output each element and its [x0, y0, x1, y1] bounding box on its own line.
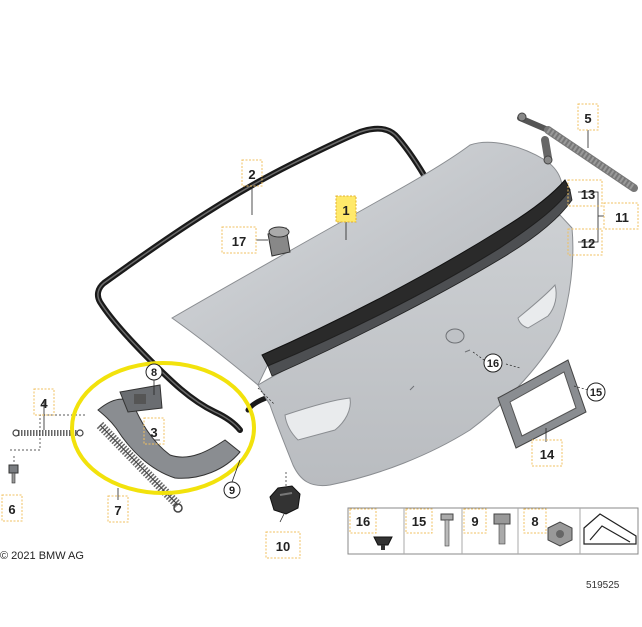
callout-11: 11 [615, 210, 629, 225]
callout-5: 5 [584, 111, 591, 126]
callout-16: 16 [487, 358, 499, 370]
right-tail-cutout [517, 283, 557, 329]
copyright: © 2021 BMW AG [0, 550, 84, 562]
callout-1-box [335, 195, 357, 223]
callout-13: 13 [581, 187, 595, 202]
callout-15: 15 [590, 387, 602, 399]
diagram-number: 519525 [586, 580, 620, 591]
gas-strut [517, 112, 638, 192]
callout-8: 8 [151, 367, 157, 379]
plate-bracket [497, 359, 587, 449]
legend-9: 9 [471, 514, 478, 529]
legend-9-bolt-icon [493, 513, 511, 525]
legend-15-screw-icon [440, 513, 454, 521]
callout-12: 12 [581, 236, 595, 251]
small-parts-legend: 16 15 9 8 [347, 507, 639, 555]
callout-9: 9 [229, 485, 235, 497]
callout-7: 7 [114, 503, 121, 518]
bumper-stop [267, 226, 291, 257]
callout-1: 1 [342, 203, 349, 218]
bolt-6 [8, 464, 19, 484]
highlight-circle [70, 361, 256, 495]
callout-2: 2 [248, 167, 255, 182]
legend-16: 16 [356, 514, 370, 529]
callout-10: 10 [276, 539, 290, 554]
legend-8: 8 [531, 514, 538, 529]
callout-9-circle [223, 481, 241, 499]
emblem [445, 328, 465, 344]
callout-6: 6 [8, 502, 15, 517]
callout-8-circle [145, 363, 163, 381]
rubber-grommet [269, 485, 301, 515]
legend-profile-icon [583, 513, 637, 545]
callout-15-circle [586, 382, 606, 402]
hinge [97, 384, 241, 479]
left-tail-cutout [284, 397, 351, 441]
legend-15: 15 [412, 514, 426, 529]
callout-17: 17 [232, 234, 246, 249]
legend-16-grommet-icon [373, 536, 393, 546]
callout-3: 3 [150, 425, 157, 440]
callout-14: 14 [540, 447, 555, 462]
callout-16-circle [483, 353, 503, 373]
callout-4: 4 [40, 396, 48, 411]
